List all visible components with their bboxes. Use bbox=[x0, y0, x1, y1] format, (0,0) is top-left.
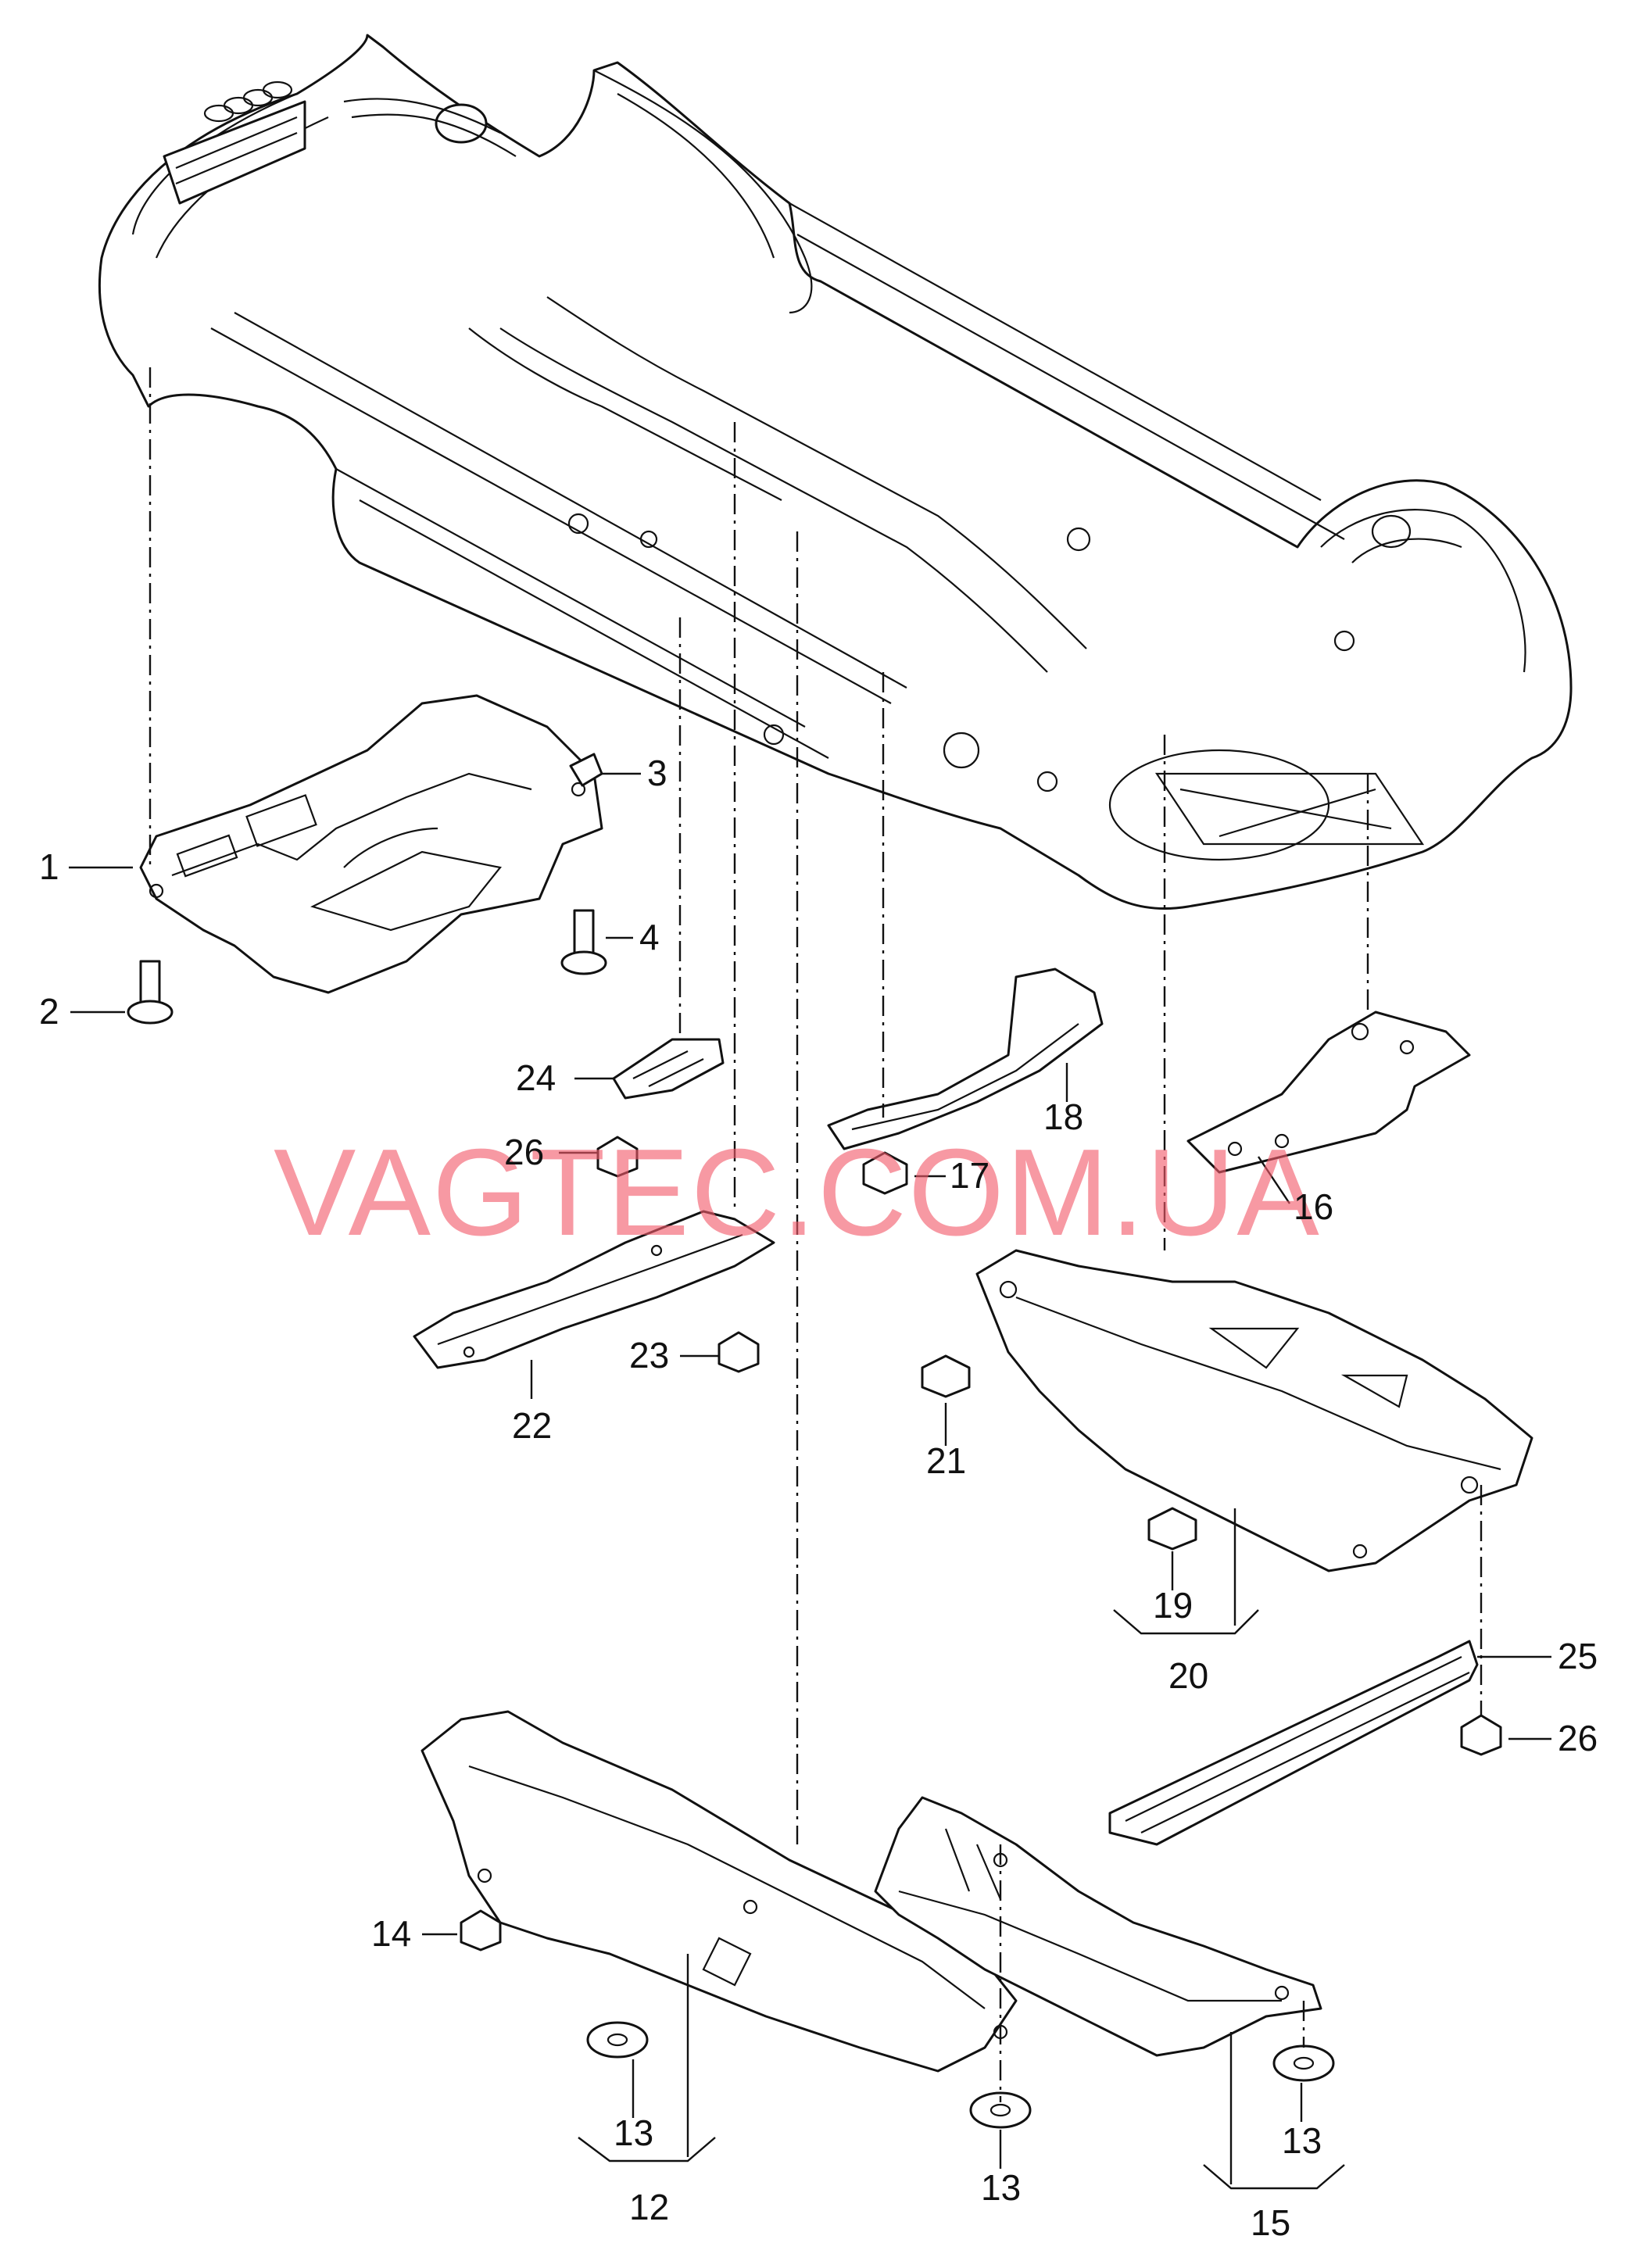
callout-12: 12 bbox=[629, 2187, 669, 2227]
callout-22: 22 bbox=[512, 1405, 552, 1446]
part-13-clip-left bbox=[586, 2021, 649, 2059]
callout-26-upper: 26 bbox=[504, 1132, 544, 1172]
part-18-bracket bbox=[827, 968, 1104, 1150]
part-13-clip-right bbox=[1272, 2044, 1335, 2082]
vehicle-underbody bbox=[98, 34, 1573, 910]
callout-20: 20 bbox=[1168, 1655, 1208, 1696]
callout-3: 3 bbox=[647, 753, 667, 793]
callout-24: 24 bbox=[516, 1057, 556, 1098]
callout-2: 2 bbox=[39, 991, 59, 1032]
part-23-nut bbox=[718, 1331, 760, 1373]
part-25-trim-strip bbox=[1108, 1640, 1479, 1846]
part-2-bolt bbox=[127, 960, 174, 1025]
callout-21: 21 bbox=[926, 1440, 966, 1481]
part-26-nut-upper bbox=[596, 1136, 639, 1178]
part-14-nut bbox=[460, 1909, 502, 1951]
part-12-tunnel-heat-shield bbox=[420, 1710, 1018, 2073]
callout-labels: 1 2 3 4 24 26 23 22 17 18 16 21 19 20 25… bbox=[39, 753, 1598, 2243]
callout-18: 18 bbox=[1043, 1096, 1083, 1137]
callout-4: 4 bbox=[639, 917, 660, 957]
callout-25: 25 bbox=[1558, 1636, 1598, 1676]
part-15-rear-heat-shield bbox=[874, 1796, 1322, 2057]
callout-13-left: 13 bbox=[614, 2112, 653, 2153]
callout-15: 15 bbox=[1251, 2202, 1290, 2243]
callout-17: 17 bbox=[950, 1155, 989, 1196]
part-19-nut bbox=[1147, 1507, 1197, 1551]
callout-1: 1 bbox=[39, 846, 59, 887]
part-26-nut-lower bbox=[1460, 1714, 1502, 1756]
part-24-bracket bbox=[612, 1038, 725, 1100]
callout-13-right: 13 bbox=[1282, 2120, 1322, 2161]
watermark-text: VAGTEC.COM.UA bbox=[274, 1124, 1321, 1261]
part-4-bolt bbox=[560, 909, 607, 975]
callout-19: 19 bbox=[1153, 1585, 1193, 1626]
callout-16: 16 bbox=[1294, 1186, 1333, 1227]
part-20-rear-heat-shield bbox=[975, 1249, 1533, 1572]
part-21-nut bbox=[921, 1354, 971, 1398]
callout-14: 14 bbox=[371, 1913, 411, 1954]
part-13-clip-middle bbox=[969, 2091, 1032, 2129]
leader-lines bbox=[69, 772, 1551, 2190]
callout-23: 23 bbox=[629, 1335, 669, 1375]
part-17-nut bbox=[862, 1151, 908, 1195]
callout-13-middle: 13 bbox=[981, 2167, 1021, 2208]
part-1-engine-undertray bbox=[139, 694, 603, 994]
part-22-heat-shield bbox=[413, 1210, 775, 1369]
callout-26-lower: 26 bbox=[1558, 1718, 1598, 1758]
assembly-lines bbox=[149, 367, 1483, 2102]
